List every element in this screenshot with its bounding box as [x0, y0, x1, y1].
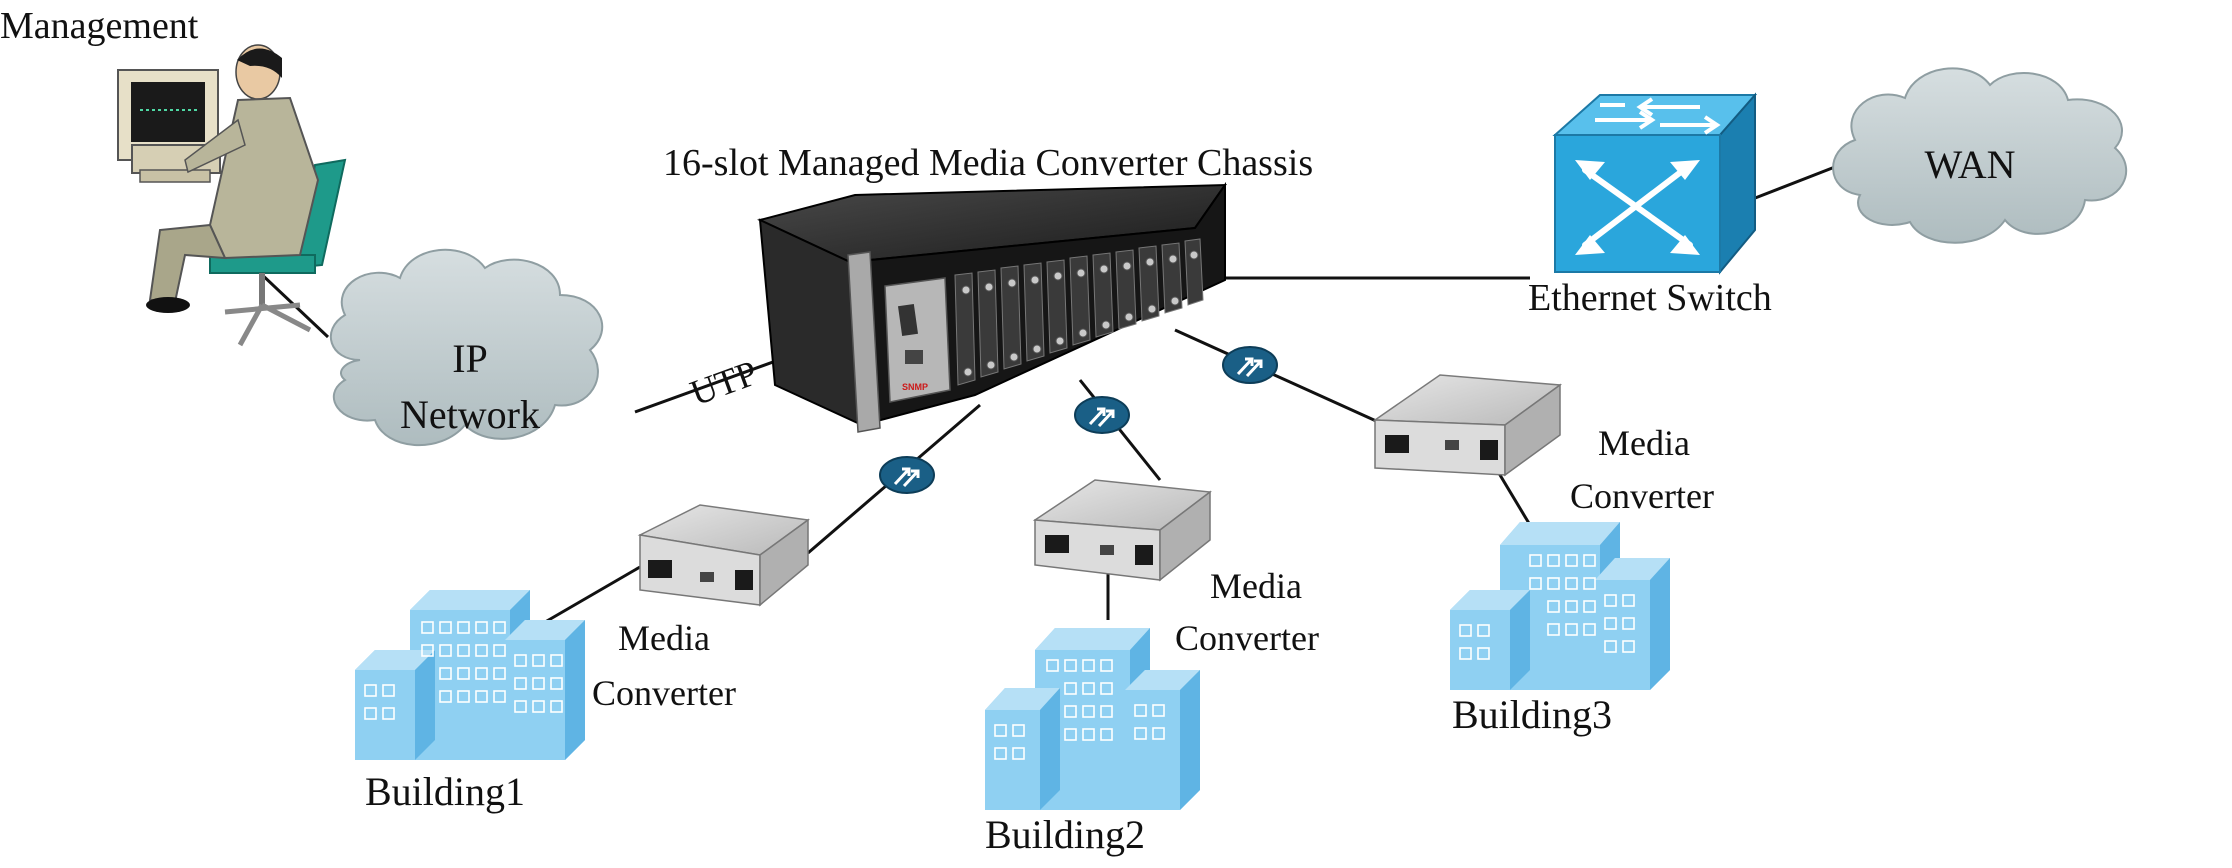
fiber-link-icon: [1073, 395, 1131, 435]
building1-label: Building1: [365, 769, 525, 814]
fiber-link-icon: [878, 455, 936, 495]
fiber-link-icon: [1221, 345, 1279, 385]
media-converter-1-icon: [637, 504, 810, 607]
ethernet-switch-icon: [1552, 92, 1758, 275]
mc2-label-line1: Media: [1210, 566, 1302, 606]
building-3-icon: [1450, 522, 1670, 690]
management-workstation-icon: [117, 44, 347, 347]
utp-label: UTP: [685, 352, 763, 413]
chassis-brand-label: SNMP: [902, 382, 928, 392]
mc1-label-line2: Converter: [592, 673, 736, 713]
line-chassis-to-mc2: [1078, 379, 1162, 481]
line-switch-to-wan: [1749, 163, 1841, 202]
line-chassis-to-mc3: [1174, 328, 1386, 427]
wan-label: WAN: [1924, 142, 2015, 187]
building2-label: Building2: [985, 812, 1145, 857]
ip-network-label-line1: IP: [452, 336, 488, 381]
ethernet-switch-label: Ethernet Switch: [1528, 277, 1772, 319]
building-2-icon: [985, 628, 1200, 810]
mc1-label-line1: Media: [618, 618, 710, 658]
wan-cloud-icon: [1832, 67, 2128, 244]
chassis-label: 16-slot Managed Media Converter Chassis: [663, 142, 1313, 184]
line-mc1-to-building1: [539, 565, 641, 627]
mc3-label-line1: Media: [1598, 423, 1690, 463]
line-mc3-to-building3: [1495, 469, 1532, 526]
building3-label: Building3: [1452, 692, 1612, 737]
mc3-label-line2: Converter: [1570, 476, 1714, 516]
management-label: Management: [0, 5, 199, 47]
media-converter-2-icon: [1032, 479, 1212, 582]
ip-network-cloud-icon: [329, 248, 604, 446]
building-1-icon: [355, 590, 585, 760]
media-converter-chassis-icon: SNMP: [757, 181, 1227, 433]
ip-network-label-line2: Network: [400, 392, 540, 437]
mc2-label-line2: Converter: [1175, 618, 1319, 658]
media-converter-3-icon: [1372, 374, 1563, 477]
